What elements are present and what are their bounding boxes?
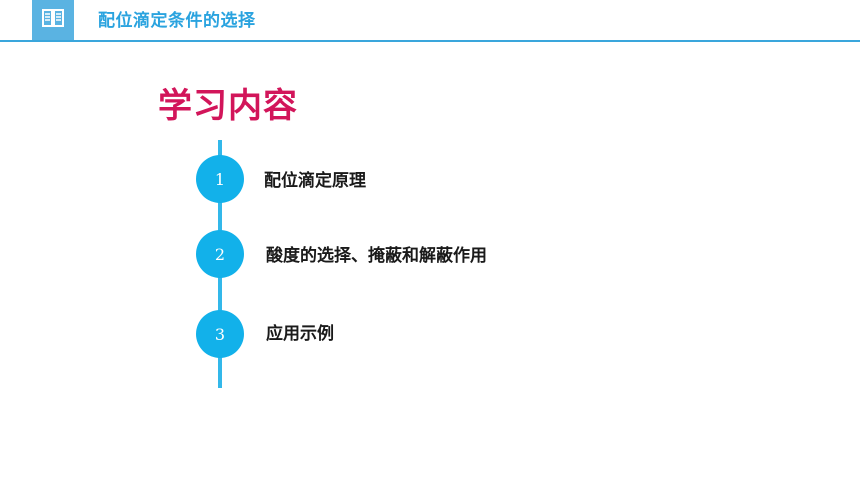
header-title: 配位滴定条件的选择 (98, 11, 256, 31)
timeline-node-1: 1 (196, 155, 244, 203)
timeline-node-number: 1 (214, 169, 226, 189)
content-item-2: 酸度的选择、掩蔽和解蔽作用 (266, 246, 487, 266)
header-icon-box (32, 0, 74, 40)
timeline-node-3: 3 (196, 310, 244, 358)
header-divider (0, 40, 860, 42)
section-title: 学习内容 (158, 86, 298, 126)
content-item-1: 配位滴定原理 (264, 171, 366, 191)
open-book-icon (42, 9, 64, 31)
content-item-3: 应用示例 (266, 324, 334, 344)
timeline-node-number: 2 (214, 244, 226, 264)
timeline-node-2: 2 (196, 230, 244, 278)
timeline-node-number: 3 (214, 324, 226, 344)
